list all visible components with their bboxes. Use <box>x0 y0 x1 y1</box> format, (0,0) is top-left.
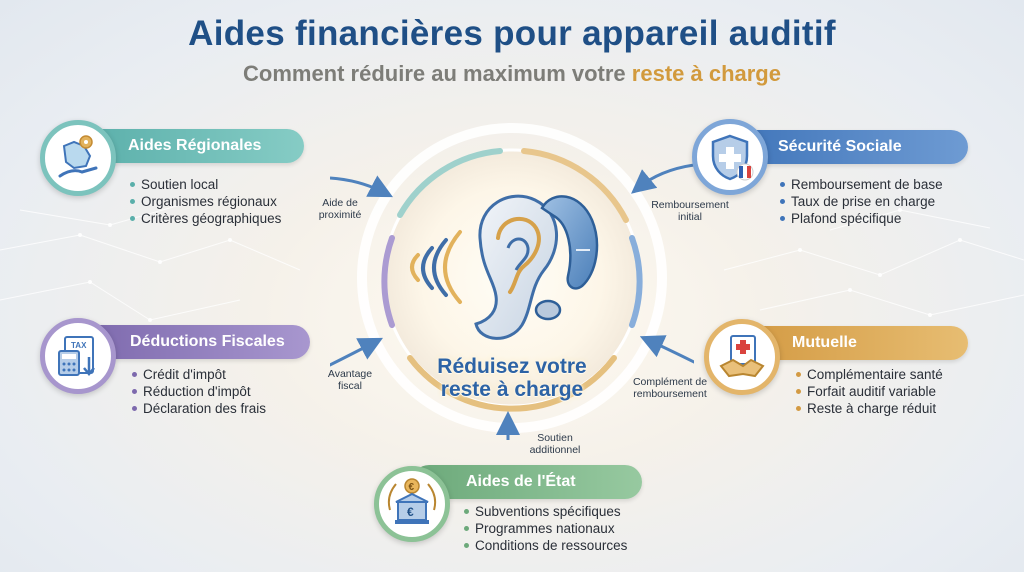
arrow-securite <box>631 163 694 194</box>
list-item: Critères géographiques <box>130 210 281 227</box>
arrow-label-securite: Remboursement initial <box>640 199 740 223</box>
center-diagram <box>330 123 694 440</box>
card-etat-title: Aides de l'État <box>412 465 642 499</box>
list-item: Réduction d'impôt <box>132 383 266 400</box>
list-item: Programmes nationaux <box>464 520 627 537</box>
arrow-label-fiscales: Avantage fiscal <box>315 368 385 392</box>
subtitle-main: Comment réduire au maximum votre <box>243 61 632 86</box>
card-regionales-list: Soutien local Organismes régionaux Critè… <box>130 176 281 227</box>
arrow-mutuelle <box>639 335 694 364</box>
list-item: Reste à charge réduit <box>796 400 943 417</box>
card-mutuelle-list: Complémentaire santé Forfait auditif var… <box>796 366 943 417</box>
tax-label: TAX <box>71 341 87 350</box>
center-text-line1: Réduisez votre <box>437 355 587 378</box>
list-item: Forfait auditif variable <box>796 383 943 400</box>
tax-calculator-icon: TAX <box>40 318 116 394</box>
center-message: Réduisez votre reste à charge <box>405 355 619 401</box>
arrow-fiscales <box>330 337 383 367</box>
arrow-label-regionales: Aide de proximité <box>310 197 370 221</box>
list-item: Plafond spécifique <box>780 210 943 227</box>
list-item: Soutien local <box>130 176 281 193</box>
list-item: Crédit d'impôt <box>132 366 266 383</box>
list-item: Taux de prise en charge <box>780 193 943 210</box>
handshake-document-icon <box>704 319 780 395</box>
arrow-label-regionales-line2: proximité <box>318 209 362 221</box>
list-item: Subventions spécifiques <box>464 503 627 520</box>
arrow-label-etat: Soutien additionnel <box>520 432 590 456</box>
list-item: Organismes régionaux <box>130 193 281 210</box>
arrow-label-etat-line1: Soutien <box>537 432 573 444</box>
euro-bank-label: € <box>407 505 414 519</box>
arrow-label-mutuelle-line1: Complément de <box>632 376 708 388</box>
page-title: Aides financières pour appareil auditif <box>188 14 836 53</box>
card-regionales-title: Aides Régionales <box>82 129 304 163</box>
ear-hearing-aid-icon <box>410 194 599 340</box>
arrow-label-etat-line2: additionnel <box>529 444 581 456</box>
arrow-label-fiscales-line1: Avantage <box>327 368 373 380</box>
card-etat-list: Subventions spécifiques Programmes natio… <box>464 503 627 554</box>
center-text-line2: reste à charge <box>440 378 584 401</box>
arrow-label-regionales-line1: Aide de <box>322 197 358 209</box>
card-securite-list: Remboursement de base Taux de prise en c… <box>780 176 943 227</box>
arrow-label-securite-line1: Remboursement <box>651 199 729 211</box>
card-fiscales-list: Crédit d'impôt Réduction d'impôt Déclara… <box>132 366 266 417</box>
subtitle-accent: reste à charge <box>631 61 781 86</box>
arrow-regionales <box>330 175 393 198</box>
euro-coin-label: € <box>409 482 415 493</box>
arrow-label-mutuelle-line2: remboursement <box>633 388 707 400</box>
arrow-label-mutuelle: Complément de remboursement <box>620 376 720 400</box>
arrow-label-securite-line2: initial <box>678 211 702 223</box>
list-item: Conditions de ressources <box>464 537 627 554</box>
arrow-label-fiscales-line2: fiscal <box>338 380 362 392</box>
list-item: Déclaration des frais <box>132 400 266 417</box>
bank-euro-icon: € € <box>374 466 450 542</box>
shield-cross-icon <box>692 119 768 195</box>
list-item: Complémentaire santé <box>796 366 943 383</box>
card-fiscales-title: Déductions Fiscales <box>84 325 310 359</box>
list-item: Remboursement de base <box>780 176 943 193</box>
card-securite-title: Sécurité Sociale <box>728 130 968 164</box>
page-subtitle: Comment réduire au maximum votre reste à… <box>0 61 1024 87</box>
map-hand-icon <box>40 120 116 196</box>
